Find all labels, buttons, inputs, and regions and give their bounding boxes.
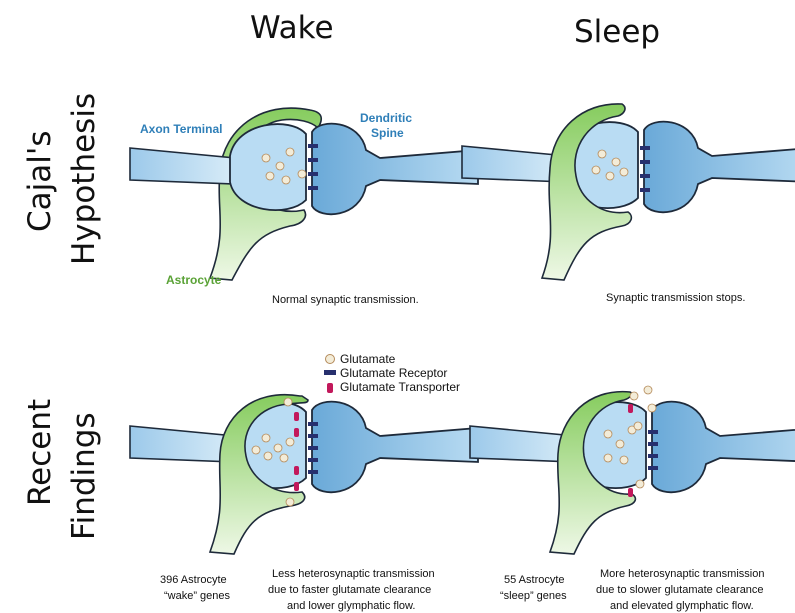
legend-receptor-swatch <box>324 370 336 375</box>
label-axon-terminal: Axon Terminal <box>140 122 222 136</box>
panel-cajal-sleep <box>462 104 795 280</box>
panel-recent-wake <box>130 395 478 554</box>
caption-cajal-wake: Normal synaptic transmission. <box>272 294 419 306</box>
caption-recent-sleep-desc-line1: More heterosynaptic transmission <box>600 568 764 580</box>
caption-recent-wake-genes-line2: “wake” genes <box>164 590 231 602</box>
synapse-core <box>130 124 478 215</box>
synapse-core <box>130 402 478 493</box>
caption-recent-sleep-genes-line1: 55 Astrocyte <box>504 574 565 586</box>
label-dendritic-spine-line1: Dendritic <box>360 111 412 125</box>
caption-recent-sleep-desc-line3: and elevated glymphatic flow. <box>610 600 754 612</box>
panel-recent-sleep <box>470 386 795 554</box>
legend-receptor-label: Glutamate Receptor <box>340 366 447 380</box>
synapse-core <box>470 402 795 493</box>
row-header-recent-line1: Recent <box>22 399 58 506</box>
caption-recent-wake-desc-line1: Less heterosynaptic transmission <box>272 568 435 580</box>
row-header-recent-line2: Findings <box>66 412 102 540</box>
row-header-cajal-line2: Hypothesis <box>66 93 102 265</box>
caption-recent-sleep-genes-line2: “sleep” genes <box>500 590 567 602</box>
label-astrocyte: Astrocyte <box>166 273 222 287</box>
legend-transporter-swatch <box>327 383 333 393</box>
caption-cajal-sleep: Synaptic transmission stops. <box>606 292 745 304</box>
column-header-wake: Wake <box>250 10 334 46</box>
column-header-sleep: Sleep <box>574 14 660 50</box>
caption-recent-wake-genes-line1: 396 Astrocyte <box>160 574 227 586</box>
label-dendritic-spine-line2: Spine <box>371 126 404 140</box>
row-header-cajal: Cajal's Hypothesis <box>22 93 102 265</box>
caption-recent-wake-desc-line2: due to faster glutamate clearance <box>268 584 431 596</box>
synapse-core <box>462 122 795 213</box>
row-header-cajal-line1: Cajal's <box>22 130 58 232</box>
legend-transporter-label: Glutamate Transporter <box>340 380 460 394</box>
legend-glutamate-label: Glutamate <box>340 352 396 366</box>
row-header-recent: Recent Findings <box>22 399 102 540</box>
legend-glutamate-swatch <box>326 355 335 364</box>
caption-recent-sleep-desc-line2: due to slower glutamate clearance <box>596 584 764 596</box>
legend: Glutamate Glutamate Receptor Glutamate T… <box>324 352 460 394</box>
caption-recent-wake-desc-line3: and lower glymphatic flow. <box>287 600 415 612</box>
